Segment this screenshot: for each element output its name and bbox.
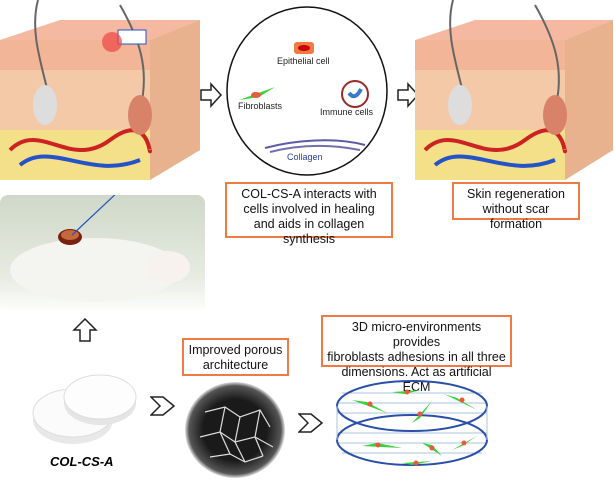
interaction-box: COL-CS-A interacts with cells involved i… (225, 182, 393, 246)
immune-cells-label: Immune cells (320, 107, 374, 117)
fibroblasts-label: Fibroblasts (238, 101, 283, 111)
box-line: 3D micro-environments provides (351, 320, 482, 349)
chevron-right-icon (298, 413, 324, 433)
collagen-label: Collagen (287, 152, 323, 162)
box-line: COL-CS-A interacts with (241, 187, 377, 201)
cells-circle (226, 6, 388, 176)
arrow-right-icon (200, 82, 222, 108)
mouse-photo (0, 189, 205, 313)
box-line: cells involved in healing (243, 202, 375, 216)
chevron-right-icon (150, 396, 176, 416)
porous-sem-image (185, 382, 285, 478)
epithelial-cell-label: Epithelial cell (277, 56, 330, 66)
box-line: Improved porous (188, 343, 283, 357)
regenerated-skin-illustration (415, 0, 613, 180)
box-line: dimensions. Act as artificial ECM (341, 365, 492, 394)
box-line: without scar formation (482, 202, 550, 231)
box-line: architecture (202, 358, 269, 372)
wounded-skin-illustration (0, 0, 200, 180)
box-line: and aids in collagen synthesis (253, 217, 365, 246)
arrow-right-icon (397, 82, 419, 108)
scaffold-label: COL-CS-A (50, 454, 114, 469)
micro-environment-box: 3D micro-environments provides fibroblas… (321, 315, 512, 394)
scaffold-3d-cylinder (336, 380, 488, 466)
box-line: fibroblasts adhesions in all three (327, 350, 506, 364)
box-line: Skin regeneration (467, 187, 565, 201)
porous-box: Improved porous architecture (182, 338, 289, 376)
scaffold-photo (32, 374, 137, 444)
arrow-up-icon (72, 318, 98, 342)
regeneration-box: Skin regeneration without scar formation (452, 182, 580, 231)
